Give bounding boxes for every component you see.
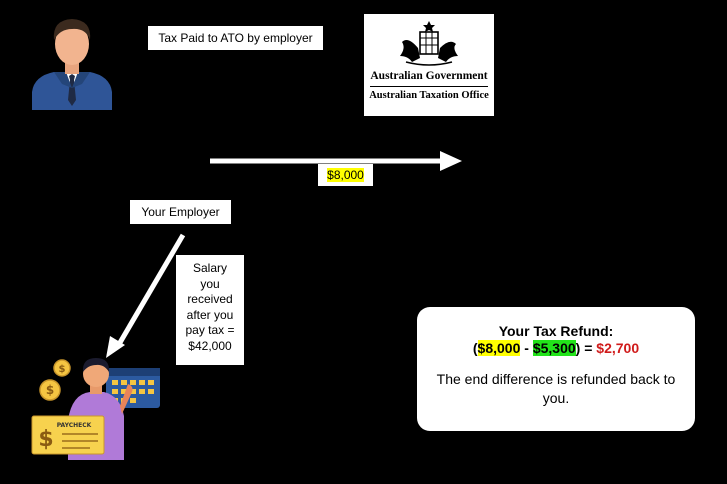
ato-logo-line2: Australian Taxation Office bbox=[369, 90, 489, 101]
salary-line: you bbox=[200, 276, 220, 291]
salary-line: received bbox=[187, 292, 233, 306]
amount-label: $8,000 bbox=[318, 164, 373, 186]
formula-tax-paid: $8,000 bbox=[477, 340, 521, 356]
salary-line: $42,000 bbox=[188, 338, 232, 353]
ato-logo-line1: Australian Government bbox=[370, 70, 488, 82]
arrow-employer-to-ato bbox=[210, 151, 462, 171]
your-employer-label: Your Employer bbox=[130, 200, 231, 224]
refund-description: The end difference is refunded back to y… bbox=[436, 371, 676, 406]
formula-tax-owed: $5,300 bbox=[532, 340, 576, 356]
ato-logo: Australian Government Australian Taxatio… bbox=[364, 14, 494, 116]
formula-result: $2,700 bbox=[596, 340, 640, 356]
salary-line: Salary bbox=[192, 261, 227, 275]
svg-text:$: $ bbox=[38, 427, 53, 452]
person-with-paycheck-icon: $ $ PAYCHECK $ bbox=[31, 358, 160, 460]
refund-title: Your Tax Refund: bbox=[498, 323, 614, 339]
arrow-employer-to-employee bbox=[106, 233, 186, 358]
formula-minus: - bbox=[520, 340, 533, 356]
svg-text:PAYCHECK: PAYCHECK bbox=[57, 422, 92, 429]
tax-refund-card: Your Tax Refund: ($8,000 - $5,300) = $2,… bbox=[417, 307, 695, 431]
salary-label: Salary you received after you pay tax = … bbox=[176, 255, 244, 365]
businessman-avatar-icon bbox=[32, 19, 112, 110]
coin-icon: $ $ bbox=[39, 359, 71, 401]
svg-text:$: $ bbox=[46, 383, 54, 397]
coat-of-arms-icon bbox=[400, 21, 458, 66]
formula-open-paren: ( bbox=[472, 340, 478, 356]
ato-logo-divider bbox=[370, 86, 488, 87]
salary-line: pay tax = bbox=[185, 323, 235, 337]
salary-line: after you bbox=[186, 307, 234, 322]
tax-paid-label: Tax Paid to ATO by employer bbox=[148, 26, 323, 50]
formula-equals: ) = bbox=[575, 340, 597, 356]
refund-formula: ($8,000 - $5,300) = $2,700 bbox=[417, 340, 695, 356]
amount-value: $8,000 bbox=[327, 168, 364, 182]
svg-text:$: $ bbox=[59, 364, 66, 375]
paycheck-icon: PAYCHECK $ bbox=[31, 415, 105, 455]
